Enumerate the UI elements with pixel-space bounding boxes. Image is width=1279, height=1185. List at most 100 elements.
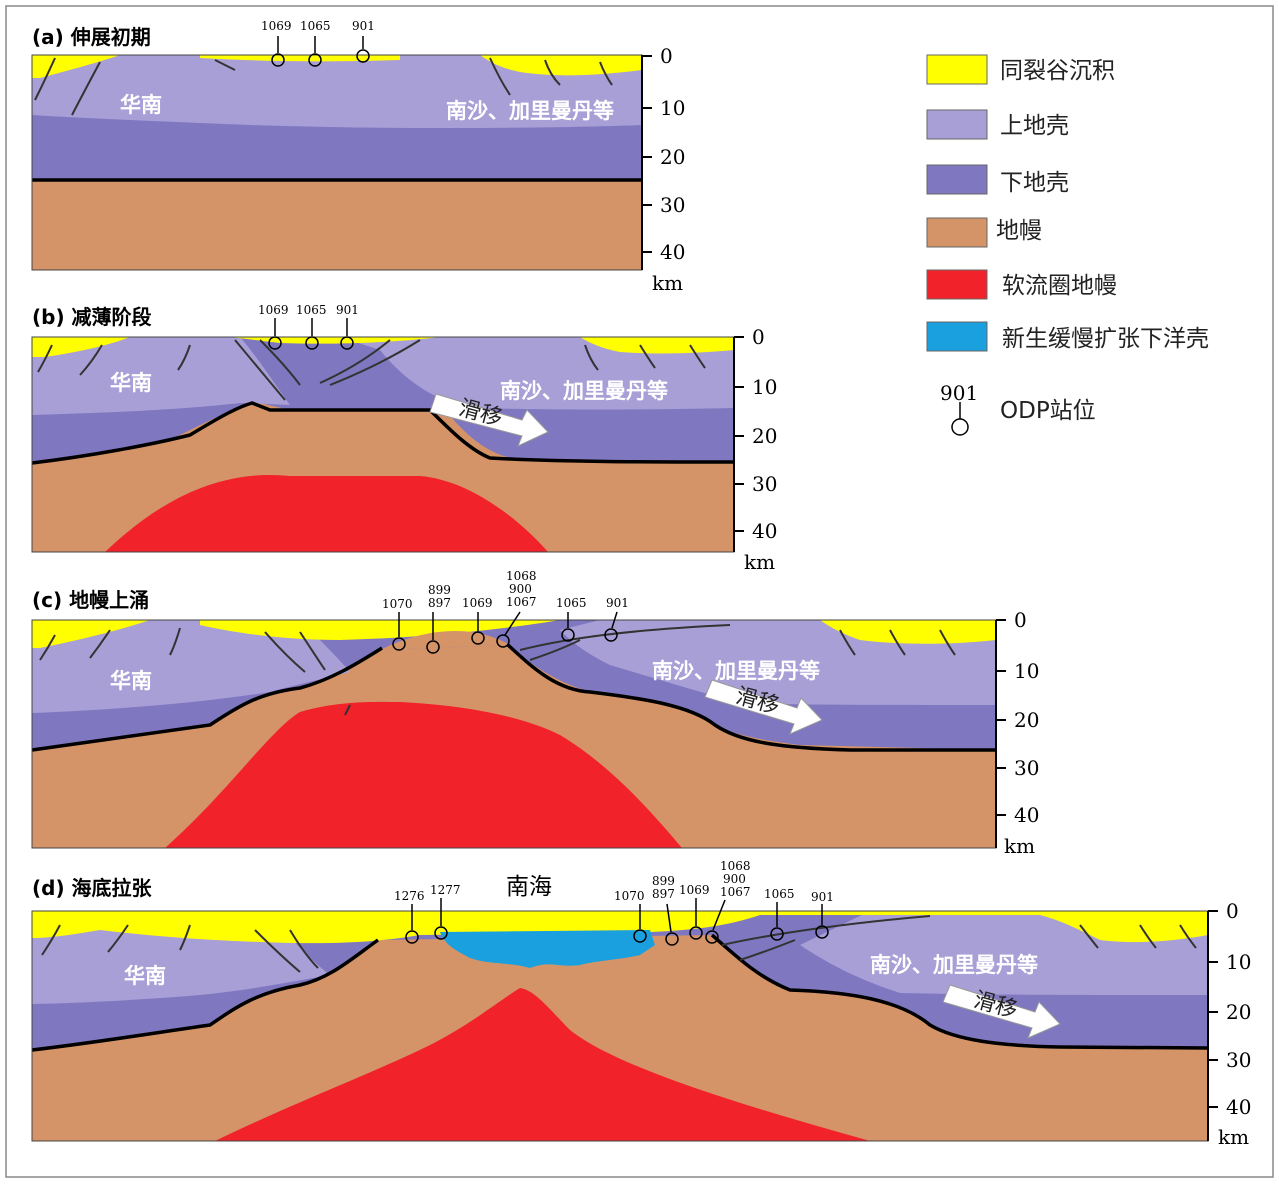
svg-text:1070: 1070 — [614, 889, 645, 903]
svg-text:1068: 1068 — [506, 569, 537, 583]
panel-c-depth-axis: 0 10 20 30 40 km — [995, 608, 1039, 858]
svg-text:上地壳: 上地壳 — [1000, 113, 1069, 139]
panel-a-left-region: 华南 — [120, 93, 162, 117]
panel-b-right-region: 南沙、加里曼丹等 — [500, 379, 668, 403]
panel-c-site: 899 897 — [426, 583, 451, 654]
panel-c: (c) 地幔上涌 华南 南沙、加里曼丹等 滑移 1070 899 897 106… — [31, 569, 1039, 858]
svg-text:1068: 1068 — [720, 859, 751, 873]
svg-text:40: 40 — [752, 519, 777, 543]
svg-text:40: 40 — [660, 240, 685, 264]
svg-text:1277: 1277 — [430, 883, 461, 897]
svg-text:10: 10 — [660, 96, 685, 120]
svg-text:20: 20 — [752, 424, 777, 448]
panel-c-site: 901 — [604, 596, 629, 642]
svg-text:0: 0 — [1226, 899, 1239, 923]
svg-text:1069: 1069 — [261, 19, 292, 33]
panel-a: (a) 伸展初期 华南 南沙、加里曼丹等 1069 1065 901 0 — [31, 19, 685, 295]
panel-a-site: 1065 — [300, 19, 331, 67]
svg-text:km: km — [1218, 1125, 1249, 1149]
panel-b-site: 1069 — [258, 303, 289, 350]
panel-c-site: 1068 900 1067 — [496, 569, 537, 648]
legend-item: 上地壳 — [926, 109, 1069, 140]
panel-d-title: (d) 海底拉张 — [32, 876, 153, 900]
svg-text:40: 40 — [1226, 1095, 1251, 1119]
svg-text:0: 0 — [1014, 608, 1027, 632]
svg-text:30: 30 — [1014, 756, 1039, 780]
panel-b-title: (b) 减薄阶段 — [32, 305, 152, 329]
panel-c-site: 1065 — [556, 596, 587, 642]
panel-c-site: 1070 — [382, 597, 413, 651]
panel-c-title: (c) 地幔上涌 — [32, 588, 149, 612]
svg-text:1067: 1067 — [506, 595, 537, 609]
svg-text:km: km — [1004, 834, 1035, 858]
legend: 同裂谷沉积 上地壳 下地壳 地幔 软流圈地幔 新生缓慢扩张下洋壳 901 ODP… — [926, 54, 1209, 436]
panel-b-site: 1065 — [296, 303, 327, 350]
svg-text:软流圈地幔: 软流圈地幔 — [1002, 273, 1117, 299]
panel-d-site: 1065 — [764, 887, 795, 941]
svg-text:900: 900 — [509, 582, 532, 596]
svg-text:899: 899 — [652, 874, 675, 888]
svg-text:1069: 1069 — [679, 883, 710, 897]
panel-d-site: 901 — [811, 890, 834, 939]
panel-d-left-region: 华南 — [124, 964, 166, 988]
legend-item: 同裂谷沉积 — [926, 54, 1115, 85]
svg-text:40: 40 — [1014, 803, 1039, 827]
panel-b: (b) 减薄阶段 华南 南沙、加里曼丹等 滑移 1069 1065 901 — [31, 303, 777, 574]
svg-text:10: 10 — [1014, 659, 1039, 683]
panel-d-site: 1277 — [430, 883, 461, 940]
panel-b-left-region: 华南 — [110, 371, 152, 395]
svg-text:1069: 1069 — [258, 303, 289, 317]
svg-text:地幔: 地幔 — [996, 218, 1042, 244]
svg-text:20: 20 — [1226, 1000, 1251, 1024]
svg-text:0: 0 — [660, 44, 673, 68]
svg-text:1065: 1065 — [300, 19, 331, 33]
panel-a-site: 901 — [352, 19, 375, 63]
svg-text:1065: 1065 — [296, 303, 327, 317]
panel-d-right-region: 南沙、加里曼丹等 — [870, 953, 1038, 977]
svg-text:1065: 1065 — [556, 596, 587, 610]
svg-text:1065: 1065 — [764, 887, 795, 901]
legend-site-label: ODP站位 — [1000, 398, 1096, 424]
svg-text:1070: 1070 — [382, 597, 413, 611]
svg-text:901: 901 — [811, 890, 834, 904]
figure-border — [5, 5, 1274, 1178]
panel-d-depth-axis: 0 10 20 30 40 km — [1207, 899, 1251, 1149]
svg-text:30: 30 — [1226, 1048, 1251, 1072]
svg-text:901: 901 — [940, 381, 978, 405]
panel-c-right-region: 南沙、加里曼丹等 — [652, 659, 820, 683]
svg-text:897: 897 — [428, 596, 451, 610]
svg-text:10: 10 — [752, 375, 777, 399]
legend-item: 软流圈地幔 — [926, 269, 1117, 300]
svg-text:0: 0 — [752, 325, 765, 349]
panel-d-sea-label: 南海 — [506, 874, 552, 900]
panel-d-site: 1276 — [394, 889, 425, 944]
svg-text:20: 20 — [660, 145, 685, 169]
svg-text:新生缓慢扩张下洋壳: 新生缓慢扩张下洋壳 — [1002, 326, 1209, 352]
panel-b-depth-axis: 0 10 20 30 40 km — [733, 325, 777, 574]
panel-c-left-region: 华南 — [110, 669, 152, 693]
panel-d: (d) 海底拉张 南海 华南 南沙、加里曼丹等 滑移 1276 1277 107… — [31, 859, 1251, 1149]
panel-a-site: 1069 — [261, 19, 292, 67]
panel-d-site: 1069 — [679, 883, 710, 940]
svg-text:20: 20 — [1014, 708, 1039, 732]
svg-text:1067: 1067 — [720, 885, 751, 899]
svg-text:901: 901 — [336, 303, 359, 317]
svg-text:897: 897 — [652, 887, 675, 901]
svg-text:900: 900 — [723, 872, 746, 886]
panel-d-site: 1070 — [614, 889, 647, 943]
legend-item: 下地壳 — [926, 164, 1069, 196]
svg-text:下地壳: 下地壳 — [1000, 170, 1069, 196]
svg-text:1276: 1276 — [394, 889, 425, 903]
legend-item: 地幔 — [926, 217, 1042, 248]
panel-d-site: 1068 900 1067 — [705, 859, 751, 944]
panel-b-site: 901 — [336, 303, 359, 350]
svg-text:901: 901 — [606, 596, 629, 610]
svg-text:km: km — [744, 550, 775, 574]
panel-a-right-region: 南沙、加里曼丹等 — [446, 99, 614, 123]
legend-item: 新生缓慢扩张下洋壳 — [926, 321, 1209, 352]
svg-text:1069: 1069 — [462, 596, 493, 610]
svg-text:10: 10 — [1226, 950, 1251, 974]
panel-a-depth-axis: 0 10 20 30 40 km — [641, 44, 685, 295]
svg-text:30: 30 — [752, 472, 777, 496]
svg-text:30: 30 — [660, 193, 685, 217]
